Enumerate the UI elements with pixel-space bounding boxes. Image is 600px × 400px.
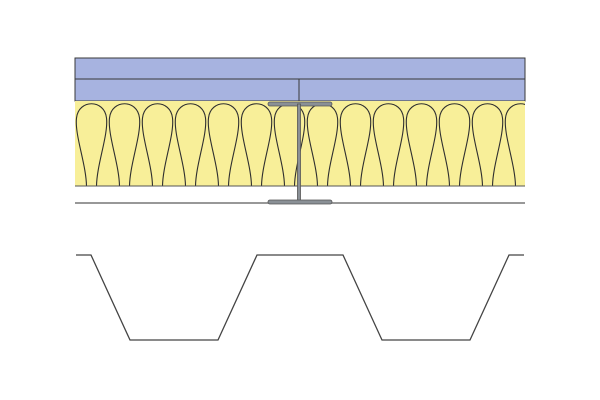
insulation-lobe (75, 103, 108, 186)
i-beam-bottom-flange (267, 199, 333, 205)
steel-i-beam (267, 101, 333, 205)
insulation-lobe (108, 103, 141, 186)
i-beam-web (297, 103, 301, 203)
insulation-lobes (43, 103, 568, 187)
insulation-lobe (372, 103, 405, 186)
insulation-lobe (538, 104, 568, 187)
insulation-lobe (240, 103, 273, 186)
insulation-lobe (141, 103, 174, 186)
insulation-lobe (207, 103, 240, 186)
insulation-lobe (471, 103, 504, 186)
insulation-lobe (405, 103, 438, 186)
board-second (74, 78, 526, 102)
insulation-lobe (438, 103, 471, 186)
trapezoidal-deck-profile (76, 254, 524, 341)
insulation-lobe (174, 103, 207, 186)
insulation-lobe (504, 103, 525, 186)
board-top (74, 57, 526, 80)
insulation-lobe (43, 104, 73, 187)
insulation-lobe (339, 103, 372, 186)
